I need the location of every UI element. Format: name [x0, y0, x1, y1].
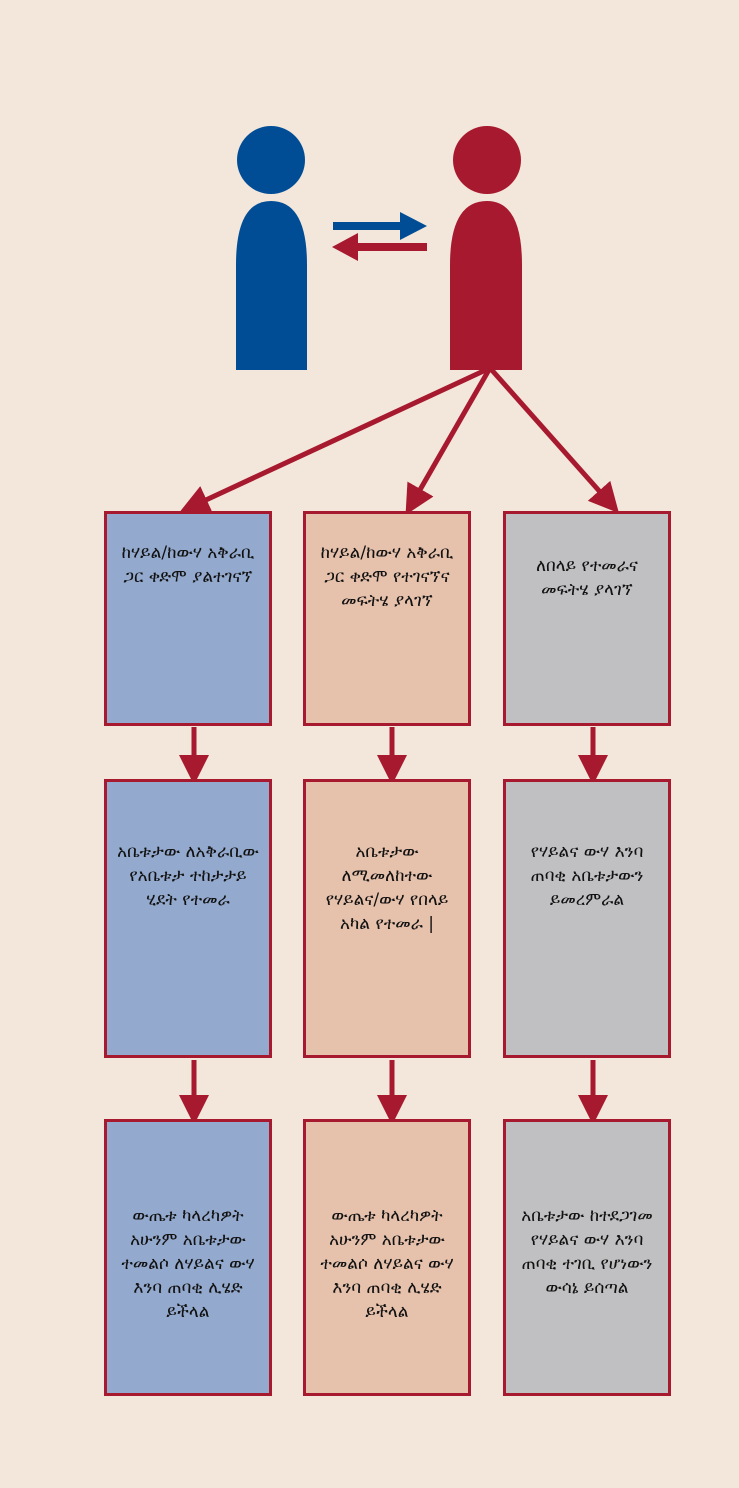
box-text: ውጤቱ ካላረካዎት አሁንም አቤቱታው ተመልሶ ለሃይልና ውሃ እንባ …	[320, 1206, 454, 1322]
connector-right	[488, 366, 619, 514]
arrow-right-icon	[333, 212, 427, 240]
box-text: ከሃይል/ከውሃ አቅራቢ ጋር ቀድሞ ያልተገናኘ	[121, 543, 255, 587]
vertical-connectors	[179, 727, 608, 1125]
box-text: የሃይልና ውሃ እንባ ጠባቂ አቤቱታውን ይመረምራል	[530, 842, 644, 910]
box-col1-row1: ከሃይል/ከውሃ አቅራቢ ጋር ቀድሞ ያልተገናኘ	[104, 511, 272, 726]
box-col1-row2: አቤቱታው ለአቅራቢው የአቤቱታ ተከታታይ ሂደት የተመራ	[104, 779, 272, 1058]
arrow-left-icon	[332, 233, 427, 261]
box-col2-row2: አቤቱታው ለሚመለከተው የሃይልና/ውሃ የበላይ አካል የተመራ |	[303, 779, 471, 1058]
connector-middle	[405, 366, 493, 516]
box-text: ከሃይል/ከውሃ አቅራቢ ጋር ቀድሞ የተገናኘና መፍትሄ ያላገኘ	[320, 543, 454, 611]
box-col3-row1: ለበላይ የተመራና መፍትሄ ያላገኘ	[503, 511, 671, 726]
box-text: ለበላይ የተመራና መፍትሄ ያላገኘ	[536, 556, 638, 600]
box-text: አቤቱታው ለአቅራቢው የአቤቱታ ተከታታይ ሂደት የተመራ	[117, 842, 259, 910]
box-text: አቤቱታው ለሚመለከተው የሃይልና/ውሃ የበላይ አካል የተመራ |	[325, 842, 449, 934]
box-col2-row1: ከሃይል/ከውሃ አቅራቢ ጋር ቀድሞ የተገናኘና መፍትሄ ያላገኘ	[303, 511, 471, 726]
box-text: አቤቱታው ከተደጋገመ የሃይልና ውሃ እንባ ጠባቂ ተገቢ የሆነውን …	[521, 1206, 653, 1298]
box-col3-row3: አቤቱታው ከተደጋገመ የሃይልና ውሃ እንባ ጠባቂ ተገቢ የሆነውን …	[503, 1119, 671, 1396]
person-red-icon	[450, 126, 522, 370]
box-col2-row3: ውጤቱ ካላረካዎት አሁንም አቤቱታው ተመልሶ ለሃይልና ውሃ እንባ …	[303, 1119, 471, 1396]
box-col3-row2: የሃይልና ውሃ እንባ ጠባቂ አቤቱታውን ይመረምራል	[503, 779, 671, 1058]
person-blue-icon	[236, 126, 307, 370]
box-col1-row3: ውጤቱ ካላረካዎት አሁንም አቤቱታው ተመልሶ ለሃይልና ውሃ እንባ …	[104, 1119, 272, 1396]
connector-left	[179, 365, 492, 514]
branch-connectors	[179, 365, 619, 516]
box-text: ውጤቱ ካላረካዎት አሁንም አቤቱታው ተመልሶ ለሃይልና ውሃ እንባ …	[121, 1206, 255, 1322]
